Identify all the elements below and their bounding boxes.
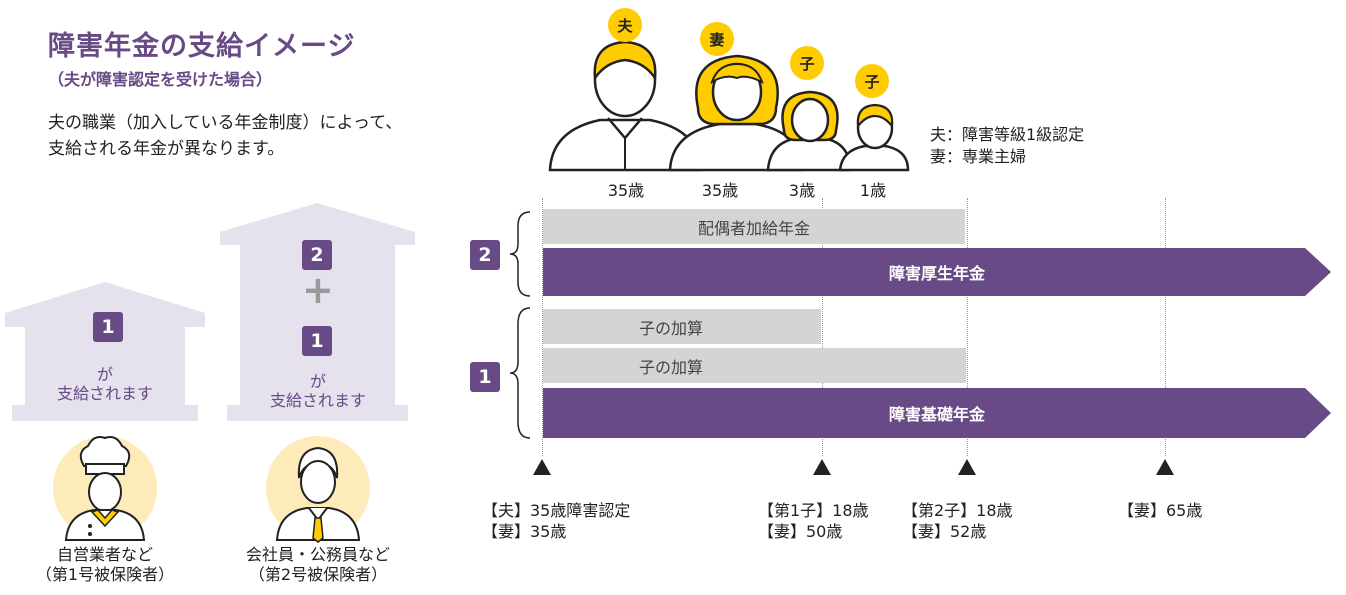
chef-avatar [53,436,157,541]
child2-badge: 子 [855,64,889,98]
marker-triangle [533,459,551,475]
child-addition-bar-1: 子の加算 [543,309,821,344]
case1-number: 1 [93,312,123,342]
group1-brace [509,307,531,439]
case1-ga: が [96,365,113,384]
child1-badge: 子 [790,46,824,80]
case2-supply: 支給されます [269,391,366,410]
marker-line: 【夫】35歳障害認定 [482,501,631,520]
marker-line: 【妻】50歳 [758,522,843,541]
case2-number-top: 2 [302,240,332,270]
child1-figure [766,90,852,172]
guide-line [822,198,823,456]
marker-triangle [813,459,831,475]
page-subtitle: （夫が障害認定を受けた場合） [48,70,273,89]
plus-icon: + [302,268,334,312]
case2-number-bottom: 1 [302,326,332,356]
marker-line: 【第1子】18歳 [758,501,869,520]
legend-wife: 妻：専業主婦 [930,147,1027,166]
employee-avatar [266,436,370,543]
occupation-category: （第1号被保険者） [35,565,175,584]
marker-line: 【妻】35歳 [482,522,567,541]
husband-badge: 夫 [608,8,642,42]
marker-triangle [1156,459,1174,475]
child1-age: 3歳 [788,181,816,200]
case2-ga: が [309,372,326,391]
guide-line [967,198,968,456]
child-addition-bar-2: 子の加算 [543,348,966,383]
husband-age: 35歳 [607,181,645,200]
occupation-category: （第2号被保険者） [248,565,388,584]
marker-line: 【妻】65歳 [1118,501,1203,520]
marker-line: 【妻】52歳 [902,522,987,541]
description-line: 支給される年金が異なります。 [48,139,285,159]
group1-number: 1 [470,362,500,392]
marker-label-wife65: 【妻】65歳 [1118,500,1202,521]
marker-label-child1: 【第1子】18歳 【妻】50歳 [758,500,869,542]
family-illustration [548,40,910,172]
description: 夫の職業（加入している年金制度）によって、 支給される年金が異なります。 [48,110,402,162]
child2-age: 1歳 [859,181,887,200]
case2-occupation: 会社員・公務員など （第2号被保険者） [218,545,418,585]
wife-badge: 妻 [700,22,734,56]
occupation-name: 会社員・公務員など [245,545,390,564]
marker-label-child2: 【第2子】18歳 【妻】52歳 [902,500,1013,542]
husband-figure [548,40,702,172]
family-legend: 夫：障害等級1級認定 妻：専業主婦 [930,124,1084,168]
house-shapes [5,203,415,421]
guide-line [1165,198,1166,456]
employee-disability-pension-bar: 障害厚生年金 [543,248,1331,296]
spouse-addition-bar: 配偶者加給年金 [543,209,965,244]
case2-text: が 支給されます [218,372,418,410]
guide-line [542,198,543,456]
page-title: 障害年金の支給イメージ [48,31,356,62]
basic-disability-pension-bar: 障害基礎年金 [543,388,1331,438]
group2-number: 2 [470,240,500,270]
case1-supply: 支給されます [56,384,153,403]
marker-triangle [958,459,976,475]
case1-text: が 支給されます [5,365,205,403]
marker-line: 【第2子】18歳 [902,501,1013,520]
occupation-name: 自営業者など [56,545,153,564]
case1-occupation: 自営業者など （第1号被保険者） [5,545,205,585]
description-line: 夫の職業（加入している年金制度）によって、 [48,113,403,133]
marker-label-onset: 【夫】35歳障害認定 【妻】35歳 [482,500,630,542]
child2-figure [838,103,910,172]
group2-brace [509,211,531,297]
wife-age: 35歳 [701,181,739,200]
legend-husband: 夫：障害等級1級認定 [930,125,1085,144]
